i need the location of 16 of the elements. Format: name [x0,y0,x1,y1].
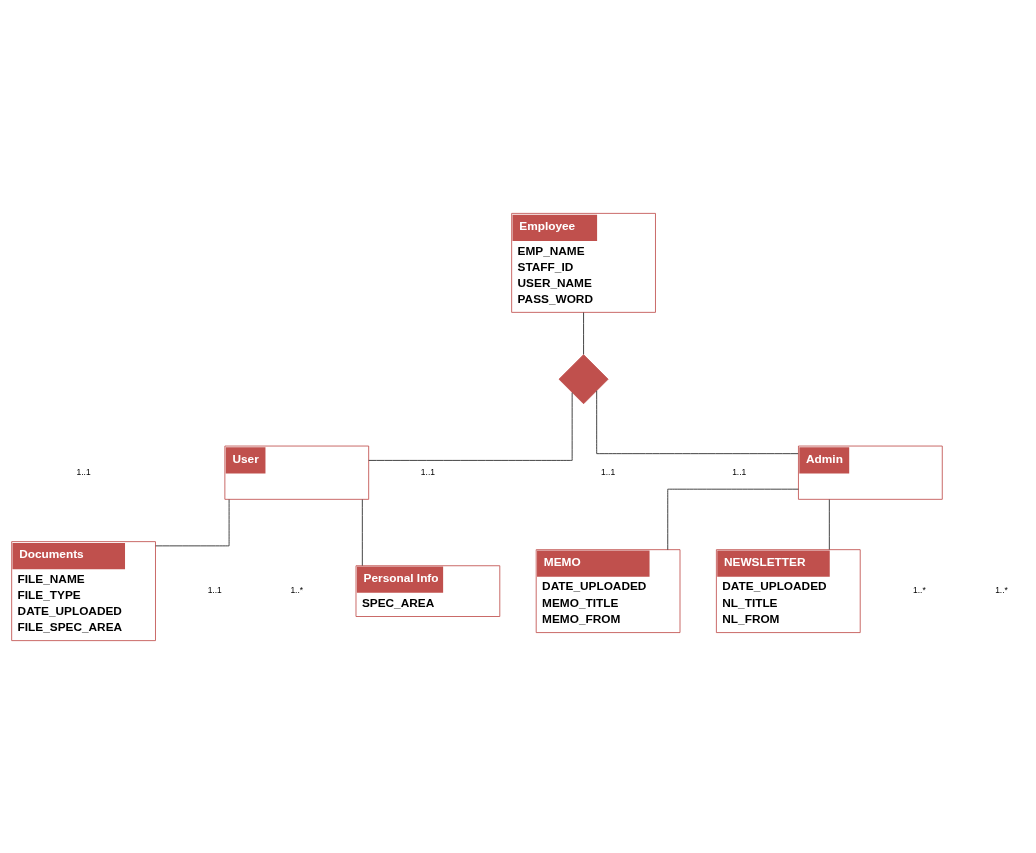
connector [596,389,799,454]
label: 1..* [290,584,304,595]
connector [368,391,573,461]
node-diamond [558,353,609,404]
connector [828,498,830,550]
label: 1..1 [420,466,435,477]
connector [583,311,584,355]
label: 1..* [995,584,1008,595]
connector [667,488,799,550]
connector [361,498,363,566]
label: 1..1 [207,584,222,595]
label: 1..1 [601,466,616,477]
label: 1..1 [76,466,91,477]
label: 1..1 [732,466,747,477]
label: 1..* [913,584,926,595]
connector [155,498,230,546]
